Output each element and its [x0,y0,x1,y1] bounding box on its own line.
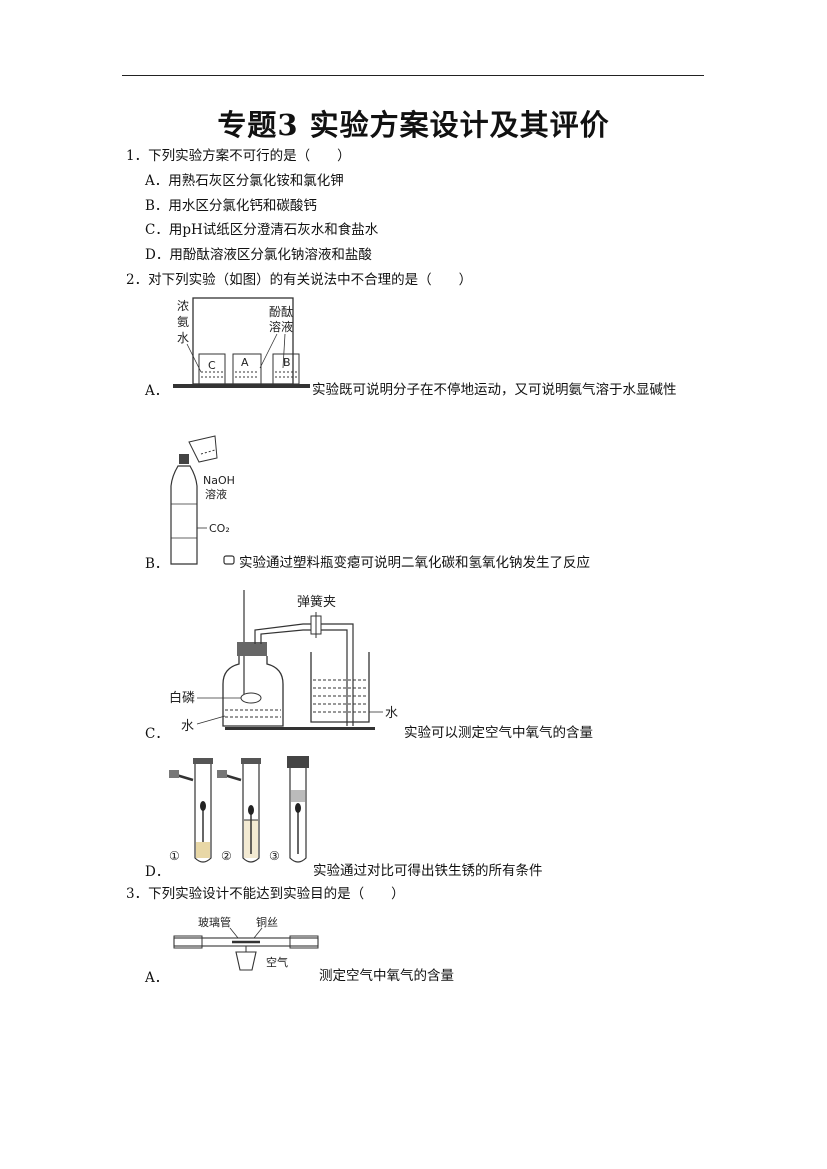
co2-label: CO₂ [209,522,230,535]
copper-wire-label: 铜丝 [256,915,278,929]
question-2-option-d-letter: D． [145,864,170,880]
question-2-option-d-text: 实验通过对比可得出铁生锈的所有条件 [313,863,543,879]
water-left-label: 水 [181,719,194,734]
water-right-label: 水 [385,706,398,721]
naoh-label: NaOH [203,474,235,487]
plastic-bottle-figure: NaOH 溶液 CO₂ [170,435,235,565]
header-rule [122,75,704,76]
spring-clamp-label: 弹簧夹 [297,594,336,610]
question-2-option-b-text: 实验通过塑料瓶变瘪可说明二氧化碳和氢氧化钠发生了反应 [239,555,590,571]
question-1-option-d: D．用酚酞溶液区分氯化钠溶液和盐酸 [145,247,372,263]
left-syringe [173,935,203,949]
plastic-bottle [170,465,198,565]
small-cup-icon [223,555,235,565]
question-2-option-a-letter: A． [145,383,169,399]
test-tube-3: ③ [269,756,309,863]
test-tube-1: ① [169,758,213,863]
question-1-stem: 1．下列实验方案不可行的是（ ） [126,148,351,164]
gas-jar [222,656,284,727]
question-3-option-a-letter: A． [145,970,169,986]
question-1-option-b: B．用水区分氯化钙和碳酸钙 [145,198,317,214]
naoh-solution-label: 溶液 [205,487,227,501]
right-syringe [289,935,319,949]
question-1-option-c: C．用pH试纸区分澄清石灰水和食盐水 [145,222,379,238]
question-2-option-a-text: 实验既可说明分子在不停地运动，又可说明氨气溶于水显碱性 [312,382,677,398]
iron-rust-figure: ① ② ③ [169,756,309,863]
beaker-b-label: B [283,356,291,369]
question-3-option-a-text: 测定空气中氧气的含量 [319,968,454,984]
question-2-stem: 2．对下列实验（如图）的有关说法中不合理的是（ ） [126,272,473,288]
conc-ammonia-label-3: 水 [177,331,189,345]
question-2-option-c-letter: C． [145,726,169,742]
stopper [237,642,267,656]
tube-1-label: ① [169,849,180,863]
bench [225,727,375,730]
page-title: 专题3 实验方案设计及其评价 [217,108,610,142]
reagent-beaker [188,435,218,463]
alcohol-lamp [235,951,257,971]
test-tube-2: ② [217,758,261,863]
ammonia-diffusion-figure: 浓 氨 水 酚酞 溶液 C A B [173,297,310,388]
phenol-label-1: 酚酞 [269,304,293,319]
question-2-option-b-letter: B． [145,556,169,572]
tube-2-label: ② [221,849,232,863]
beaker-a-label: A [241,356,249,369]
copper-heating-figure: 玻璃管 铜丝 空气 [173,915,319,971]
conc-ammonia-label-1: 浓 [177,299,189,313]
question-2-option-c-text: 实验可以测定空气中氧气的含量 [404,725,593,741]
phosphorus-combustion-figure: 弹簧夹 白磷 水 水 [169,590,398,734]
beaker-c-label: C [208,359,216,372]
white-phosphorus-spoon [240,692,262,704]
question-1-option-a: A．用熟石灰区分氯化铵和氯化钾 [145,173,344,189]
water-beaker [310,652,370,723]
conc-ammonia-label-2: 氨 [177,315,189,329]
phenol-label-2: 溶液 [269,319,293,334]
glass-tube-label: 玻璃管 [198,915,231,929]
question-3-stem: 3．下列实验设计不能达到实验目的是（ ） [126,886,405,902]
white-phosphorus-label: 白磷 [169,690,195,706]
tube-3-label: ③ [269,849,280,863]
bottle-cap [179,454,189,464]
base-plate [173,384,310,388]
connecting-tube [254,623,354,726]
air-label: 空气 [266,955,288,969]
